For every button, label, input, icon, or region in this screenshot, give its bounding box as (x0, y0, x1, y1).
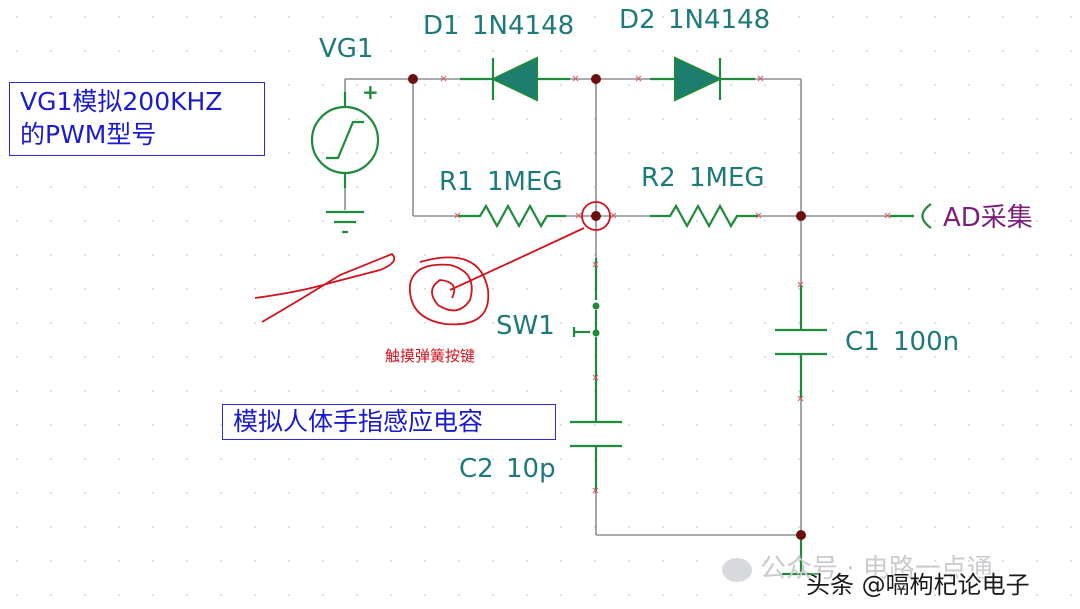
touch-spring-label: 触摸弹簧按键 (385, 347, 475, 365)
wechat-icon (722, 557, 752, 582)
finger-note-box: 模拟人体手指感应电容 (222, 404, 556, 440)
vg1-note-box: VG1模拟200KHZ 的PWM型号 (9, 82, 265, 156)
r2-zigzag (650, 203, 758, 229)
r1-value: 1MEG (487, 167, 563, 197)
vg1-source[interactable]: VG1 + (310, 34, 380, 234)
resistor-r2[interactable]: R2 1MEG (641, 163, 765, 229)
capacitor-c2[interactable]: C2 10p (459, 380, 622, 492)
diode-d1[interactable]: D1 1N4148 (423, 11, 574, 102)
output-port-ad[interactable]: AD采集 (890, 203, 1033, 233)
r2-value: 1MEG (689, 163, 765, 193)
d1-ref: D1 (423, 11, 460, 41)
sw1-contact-top (592, 302, 600, 310)
finger-sketch-icon (254, 252, 396, 323)
finger-note-text: 模拟人体手指感应电容 (233, 407, 484, 436)
resistor-r1[interactable]: R1 1MEG (439, 167, 566, 229)
pin-markers (440, 75, 891, 494)
c1-ref: C1 (845, 327, 880, 357)
vg1-label: VG1 (319, 34, 373, 64)
d2-value: 1N4148 (668, 5, 770, 35)
r2-ref: R2 (641, 163, 676, 193)
d2-triangle (674, 56, 723, 102)
c2-value: 10p (506, 454, 556, 484)
vg1-plus-sign: + (362, 80, 379, 104)
r1-zigzag (458, 203, 566, 229)
highlight-circle (581, 201, 611, 231)
r1-ref: R1 (439, 167, 474, 197)
output-port-label: AD采集 (943, 203, 1033, 233)
vg1-note-line1: VG1模拟200KHZ (20, 87, 223, 116)
port-connector-icon (921, 203, 932, 229)
diode-d2[interactable]: D2 1N4148 (619, 5, 770, 102)
vg1-step-icon (326, 120, 364, 160)
sw1-ref: SW1 (496, 311, 555, 341)
junction-nodes (408, 74, 806, 540)
d2-ref: D2 (619, 5, 656, 35)
touch-annotation: 触摸弹簧按键 (254, 201, 611, 365)
c1-value: 100n (893, 327, 959, 357)
d1-value: 1N4148 (472, 11, 574, 41)
watermark-faint: 公众号 · 电路一点通 (722, 548, 993, 585)
capacitor-c1[interactable]: C1 100n (775, 285, 959, 398)
vg1-note-line2: 的PWM型号 (20, 120, 157, 149)
sw1-contact-bottom (592, 329, 600, 337)
c2-ref: C2 (459, 454, 494, 484)
watermark-main: 头条 @嗝枸杞论电子 (806, 571, 1030, 599)
spring-spiral-icon (409, 256, 490, 326)
annotation-arrow-line (449, 227, 585, 291)
ground-symbol-bottom (782, 540, 820, 576)
